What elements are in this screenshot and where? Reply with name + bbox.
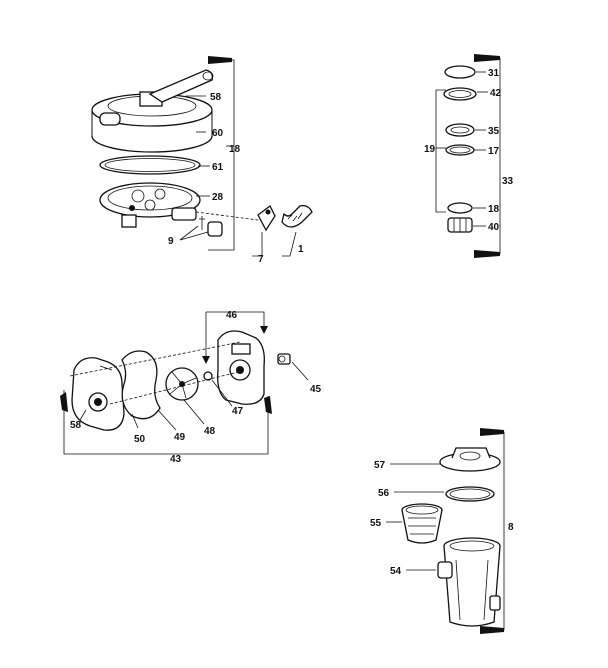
pump-assembly: 46 45 47 48 49 50 58 43 — [60, 310, 322, 465]
gasket-part — [99, 155, 201, 175]
callout-50: 50 — [134, 434, 146, 445]
callout-42: 42 — [490, 88, 502, 99]
callout-7: 7 — [258, 254, 264, 265]
callout-56: 56 — [378, 488, 390, 499]
callout-47: 47 — [232, 406, 244, 417]
callout-45: 45 — [310, 384, 322, 395]
callout-58-pump: 58 — [70, 420, 82, 431]
cap-31-part — [444, 65, 476, 79]
callout-18-valve: 18 — [229, 144, 241, 155]
callout-49: 49 — [174, 432, 186, 443]
callout-28: 28 — [212, 192, 224, 203]
strainer-pot-54-part — [437, 537, 501, 627]
oring-42-part — [443, 87, 477, 101]
callout-48: 48 — [204, 426, 216, 437]
callout-55: 55 — [370, 518, 382, 529]
strainer-assembly: 57 56 55 54 8 — [370, 428, 514, 634]
callout-46: 46 — [226, 310, 238, 321]
callout-19: 19 — [424, 144, 436, 155]
fitting-45-part — [277, 353, 291, 365]
hose-adapter-part — [257, 205, 276, 232]
pump-housing-46-part — [217, 330, 265, 405]
impeller-48-part — [165, 367, 199, 401]
callout-8: 8 — [508, 522, 514, 533]
lid-oring-56-part — [445, 486, 495, 502]
seal-kit-assembly: 31 42 35 19 17 33 18 40 — [424, 54, 514, 258]
callout-43: 43 — [170, 454, 182, 465]
ring-35-part — [445, 123, 475, 137]
diffuser-47-part — [203, 371, 213, 381]
callout-18-kit: 18 — [488, 204, 500, 215]
callout-57: 57 — [374, 460, 386, 471]
fitting-9-part — [199, 216, 223, 237]
callout-31: 31 — [488, 68, 500, 79]
hose-part — [281, 204, 313, 228]
valve-assembly: 58 60 18 61 28 9 7 1 — [91, 56, 313, 265]
plug-40-part — [447, 217, 473, 233]
callout-1: 1 — [298, 244, 304, 255]
callout-33: 33 — [502, 176, 514, 187]
basket-55-part — [401, 503, 443, 544]
valve-body-part — [99, 182, 201, 228]
callout-17: 17 — [488, 146, 500, 157]
callout-35: 35 — [488, 126, 500, 137]
callout-60: 60 — [212, 128, 224, 139]
callout-40: 40 — [488, 222, 500, 233]
pump-gasket-49-part — [121, 350, 161, 420]
oring-18-part — [447, 202, 473, 214]
strainer-lid-57-part — [439, 447, 501, 472]
valve-top-part — [91, 69, 214, 153]
callout-61: 61 — [212, 162, 224, 173]
callout-54: 54 — [390, 566, 402, 577]
callout-9: 9 — [168, 236, 174, 247]
callout-58-top: 58 — [210, 92, 222, 103]
